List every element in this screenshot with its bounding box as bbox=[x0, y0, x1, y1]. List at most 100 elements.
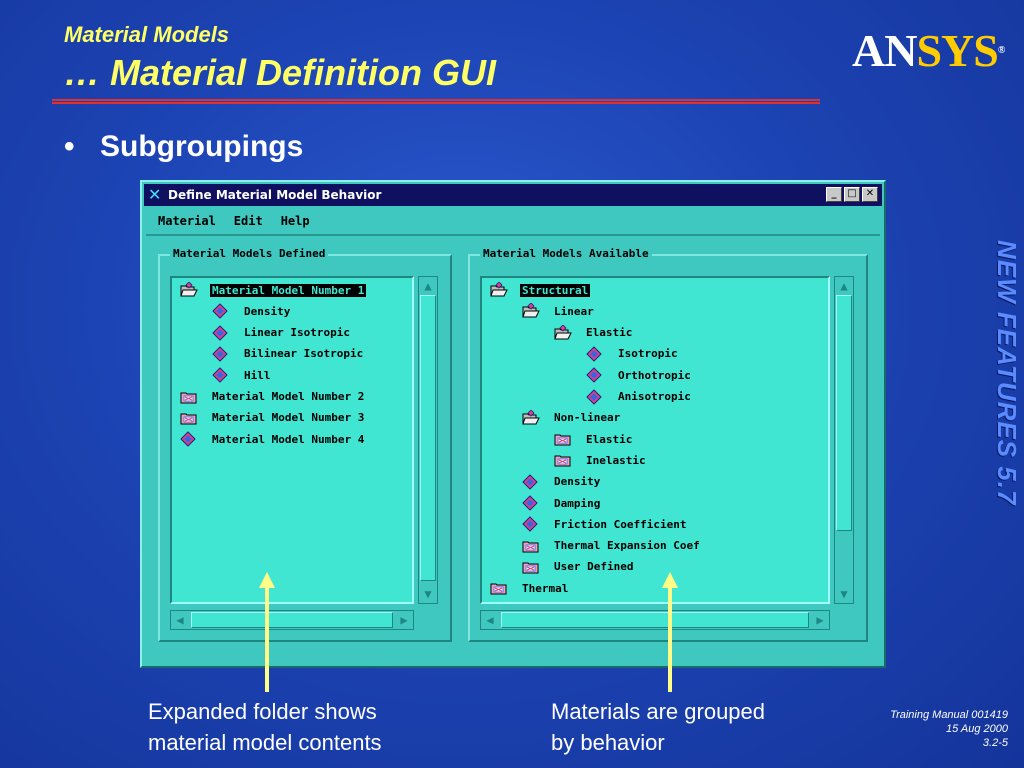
closed-folder-icon bbox=[490, 580, 508, 596]
closed-folder-icon bbox=[522, 559, 540, 575]
dialog-title: Define Material Model Behavior bbox=[168, 188, 382, 202]
tree-item[interactable]: Thermal bbox=[490, 578, 570, 598]
tree-item-label: Thermal bbox=[522, 581, 569, 595]
menu-bar: Material Edit Help bbox=[146, 208, 880, 236]
menu-material[interactable]: Material bbox=[158, 214, 216, 228]
tree-item-label: Thermal Expansion Coef bbox=[554, 539, 700, 553]
tree-item[interactable]: Density bbox=[212, 301, 292, 321]
defined-group: Material Models Defined Material Model N… bbox=[158, 246, 452, 642]
caption-right: Materials are grouped by behavior bbox=[551, 696, 765, 758]
tree-item[interactable]: Material Model Number 1 bbox=[180, 280, 367, 300]
tree-item-label: Density bbox=[244, 304, 291, 318]
tree-item-label: Material Model Number 1 bbox=[210, 283, 367, 297]
minimize-button[interactable]: _ bbox=[826, 187, 842, 202]
footer-page: 3.2-5 bbox=[982, 737, 1008, 749]
tree-item[interactable]: Material Model Number 2 bbox=[180, 387, 366, 407]
dialog-titlebar[interactable]: ✕ Define Material Model Behavior _ □ ✕ bbox=[144, 184, 882, 206]
caption-right-line2: by behavior bbox=[551, 730, 665, 755]
tree-item[interactable]: Material Model Number 4 bbox=[180, 429, 366, 449]
defined-group-label: Material Models Defined bbox=[170, 246, 329, 262]
tree-item[interactable]: Friction Coefficient bbox=[522, 514, 688, 534]
open-folder-icon bbox=[180, 281, 198, 298]
scroll-thumb[interactable] bbox=[191, 612, 393, 628]
tree-item-label: Linear bbox=[554, 304, 594, 318]
available-vscrollbar[interactable]: ▲ ▼ bbox=[834, 276, 854, 604]
tree-item[interactable]: Linear Isotropic bbox=[212, 323, 352, 343]
tree-item[interactable]: User Defined bbox=[522, 557, 635, 577]
tree-item-label: Structural bbox=[520, 283, 591, 297]
logo-sys: SYS bbox=[916, 25, 998, 76]
tree-item[interactable]: Hill bbox=[212, 365, 273, 385]
scroll-thumb[interactable] bbox=[420, 295, 436, 581]
tree-item-label: User Defined bbox=[554, 560, 634, 574]
diamond-icon bbox=[522, 516, 540, 533]
tree-item[interactable]: Non-linear bbox=[522, 408, 622, 428]
tree-item[interactable]: Isotropic bbox=[586, 344, 680, 364]
defined-vscrollbar[interactable]: ▲ ▼ bbox=[418, 276, 438, 604]
bullet-text: Subgroupings bbox=[100, 130, 304, 163]
tree-item-label: Elastic bbox=[586, 326, 633, 340]
logo-registered-mark: ® bbox=[997, 45, 1006, 56]
tree-item-label: Orthotropic bbox=[618, 368, 691, 382]
diamond-icon bbox=[180, 431, 198, 447]
tree-item[interactable]: Anisotropic bbox=[586, 387, 693, 407]
diamond-icon bbox=[522, 495, 540, 511]
menu-edit[interactable]: Edit bbox=[233, 214, 263, 228]
tree-item[interactable]: Bilinear Isotropic bbox=[212, 344, 365, 364]
tree-item-label: Damping bbox=[554, 496, 601, 510]
arrow-up-icon bbox=[259, 572, 275, 588]
diamond-icon bbox=[212, 367, 230, 383]
tree-item[interactable]: Material Model Number 3 bbox=[180, 408, 366, 428]
tree-item-label: Friction Coefficient bbox=[554, 517, 687, 531]
title-divider bbox=[52, 99, 820, 104]
tree-item-label: Density bbox=[554, 475, 601, 489]
maximize-button[interactable]: □ bbox=[844, 187, 860, 202]
scroll-up-icon[interactable]: ▲ bbox=[840, 279, 848, 293]
tree-item[interactable]: Elastic bbox=[554, 429, 634, 449]
tree-item[interactable]: Structural bbox=[490, 280, 591, 300]
menu-help[interactable]: Help bbox=[280, 214, 310, 228]
scroll-right-icon[interactable]: ▶ bbox=[400, 613, 408, 627]
scroll-thumb[interactable] bbox=[836, 295, 852, 531]
caption-left-line2: material model contents bbox=[148, 730, 382, 755]
tree-item[interactable]: Damping bbox=[522, 493, 602, 513]
x-logo-icon: ✕ bbox=[148, 185, 162, 204]
footer-manual: Training Manual 001419 bbox=[890, 709, 1008, 721]
tree-item[interactable]: Orthotropic bbox=[586, 365, 693, 385]
arrow-shaft bbox=[265, 586, 269, 692]
arrow-shaft bbox=[668, 586, 672, 692]
closed-folder-icon bbox=[522, 538, 540, 554]
close-button[interactable]: ✕ bbox=[862, 187, 878, 202]
scroll-left-icon[interactable]: ◀ bbox=[486, 613, 494, 627]
open-folder-icon bbox=[522, 302, 540, 319]
available-group-label: Material Models Available bbox=[480, 246, 652, 262]
tree-item[interactable]: Elastic bbox=[554, 323, 634, 343]
closed-folder-icon bbox=[180, 389, 198, 405]
tree-item[interactable]: Thermal Expansion Coef bbox=[522, 536, 702, 556]
available-hscrollbar[interactable]: ◀ ▶ bbox=[480, 610, 830, 630]
scroll-down-icon[interactable]: ▼ bbox=[424, 587, 432, 601]
material-dialog: ✕ Define Material Model Behavior _ □ ✕ M… bbox=[140, 180, 886, 668]
slide-subtitle: Material Models bbox=[64, 22, 230, 47]
diamond-icon bbox=[212, 346, 230, 362]
scroll-left-icon[interactable]: ◀ bbox=[176, 613, 184, 627]
open-folder-icon bbox=[490, 281, 508, 298]
tree-item[interactable]: Linear bbox=[522, 301, 596, 321]
defined-hscrollbar[interactable]: ◀ ▶ bbox=[170, 610, 414, 630]
open-folder-icon bbox=[554, 324, 572, 341]
tree-item[interactable]: Density bbox=[522, 472, 602, 492]
tree-item[interactable]: Inelastic bbox=[554, 450, 648, 470]
scroll-up-icon[interactable]: ▲ bbox=[424, 279, 432, 293]
bullet-icon: • bbox=[64, 130, 75, 163]
scroll-right-icon[interactable]: ▶ bbox=[816, 613, 824, 627]
scroll-thumb[interactable] bbox=[501, 612, 809, 628]
tree-item-label: Material Model Number 3 bbox=[212, 411, 365, 425]
tree-item-label: Non-linear bbox=[554, 411, 621, 425]
tree-item-label: Anisotropic bbox=[618, 390, 691, 403]
tree-item-label: Inelastic bbox=[586, 453, 646, 467]
scroll-down-icon[interactable]: ▼ bbox=[840, 587, 848, 601]
closed-folder-icon bbox=[554, 431, 572, 447]
